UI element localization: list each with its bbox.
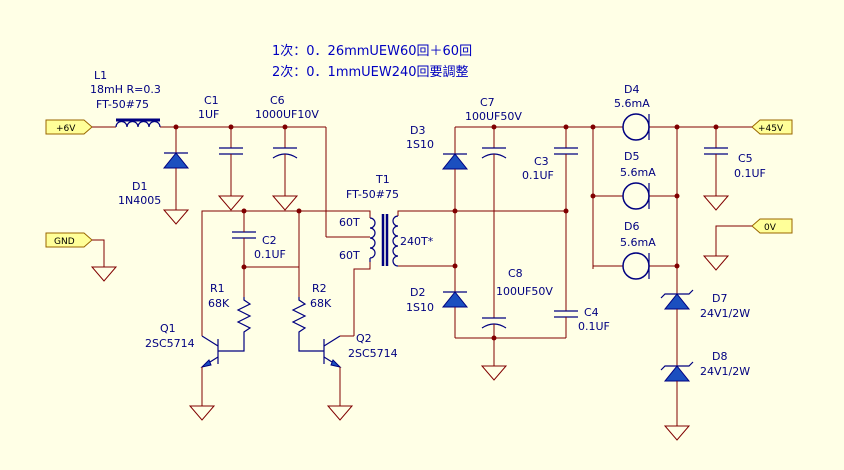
secondary-winding-note: 2次：0．1mmUEW240回要調整 (272, 64, 469, 80)
diode-d1: D1 1N4005 (118, 127, 190, 225)
svg-text:18mH R=0.3: 18mH R=0.3 (90, 83, 161, 96)
svg-text:L1: L1 (94, 69, 107, 82)
secondary-rails (452, 124, 752, 381)
svg-text:0.1UF: 0.1UF (734, 167, 766, 180)
svg-text:60T: 60T (339, 216, 360, 229)
svg-text:100UF50V: 100UF50V (465, 110, 522, 123)
primary-winding-note: 1次：0．26mmUEW60回＋60回 (272, 43, 472, 59)
svg-text:2SC5714: 2SC5714 (145, 337, 195, 350)
svg-text:Q2: Q2 (356, 332, 372, 345)
svg-text:1S10: 1S10 (406, 138, 434, 151)
svg-text:1S10: 1S10 (406, 301, 434, 314)
svg-text:0.1UF: 0.1UF (254, 248, 286, 261)
svg-text:60T: 60T (339, 249, 360, 262)
svg-text:GND: GND (54, 237, 75, 247)
crd-d5: D5 5.6mA (592, 127, 677, 269)
svg-text:D8: D8 (712, 350, 727, 363)
crd-d6: D6 5.6mA (593, 220, 677, 280)
svg-text:FT-50#75: FT-50#75 (96, 98, 149, 111)
port-plus45v[interactable]: +45V (751, 119, 793, 135)
capacitor-c2: C2 0.1UF (232, 226, 286, 262)
svg-text:C2: C2 (262, 234, 277, 247)
input-rail (92, 124, 370, 238)
port-gnd[interactable]: GND (45, 232, 93, 248)
svg-text:D5: D5 (624, 150, 639, 163)
crd-d4: D4 5.6mA (614, 83, 650, 141)
capacitor-c8: C8 100UF50V (481, 267, 553, 338)
svg-text:68K: 68K (208, 297, 230, 310)
svg-text:68K: 68K (310, 297, 332, 310)
capacitor-c5: C5 0.1UF (703, 127, 766, 211)
port-plus6v[interactable]: +6V (45, 119, 93, 135)
transistor-q2: Q2 2SC5714 (323, 332, 398, 421)
diode-d2: D2 1S10 (406, 211, 469, 338)
svg-text:5.6mA: 5.6mA (620, 166, 656, 179)
svg-text:C7: C7 (480, 96, 495, 109)
transistor-q1: Q1 2SC5714 (145, 322, 219, 421)
inductor-l1: L1 18mH R=0.3 FT-50#75 (90, 69, 161, 128)
svg-text:Q1: Q1 (160, 322, 176, 335)
svg-text:C1: C1 (204, 94, 219, 107)
zener-d7: D7 24V1/2W (660, 127, 750, 366)
svg-text:T1: T1 (375, 173, 390, 186)
capacitor-c4: C4 0.1UF (554, 211, 610, 338)
svg-text:C3: C3 (534, 155, 549, 168)
svg-text:5.6mA: 5.6mA (620, 236, 656, 249)
svg-text:D2: D2 (410, 286, 425, 299)
transformer-t1: T1 FT-50#75 60T 60T 240T* (339, 173, 455, 267)
svg-text:D4: D4 (624, 83, 639, 96)
capacitor-c7: C7 100UF50V (465, 96, 522, 318)
port-0v[interactable]: 0V (751, 218, 793, 234)
svg-text:0.1UF: 0.1UF (578, 320, 610, 333)
capacitor-c3: C3 0.1UF (522, 127, 578, 211)
svg-text:C8: C8 (508, 267, 523, 280)
svg-text:D3: D3 (410, 124, 425, 137)
resistor-r1: R1 68K (208, 282, 252, 352)
svg-text:R1: R1 (210, 282, 225, 295)
gnd-port-ground (91, 239, 117, 282)
svg-text:24V1/2W: 24V1/2W (700, 307, 750, 320)
svg-text:+45V: +45V (758, 124, 784, 134)
svg-text:FT-50#75: FT-50#75 (346, 188, 399, 201)
svg-text:1N4005: 1N4005 (118, 194, 161, 207)
svg-text:D7: D7 (712, 292, 727, 305)
svg-text:+6V: +6V (56, 124, 76, 134)
svg-text:C4: C4 (584, 306, 599, 319)
zero-volt-ground (703, 225, 752, 271)
svg-text:C5: C5 (738, 152, 753, 165)
svg-text:0V: 0V (764, 223, 777, 233)
capacitor-c6: C6 1000UF10V (255, 94, 319, 211)
svg-text:D1: D1 (132, 180, 147, 193)
svg-text:D6: D6 (624, 220, 639, 233)
primary-wiring (201, 208, 371, 336)
svg-text:5.6mA: 5.6mA (614, 97, 650, 110)
svg-text:100UF50V: 100UF50V (496, 285, 553, 298)
svg-text:R2: R2 (312, 282, 327, 295)
svg-text:1UF: 1UF (198, 108, 219, 121)
svg-text:240T*: 240T* (400, 235, 434, 248)
resistor-r2: R2 68K (291, 282, 332, 352)
svg-text:1000UF10V: 1000UF10V (255, 108, 319, 121)
svg-text:C6: C6 (270, 94, 285, 107)
zener-d8: D8 24V1/2W (660, 350, 750, 441)
capacitor-c1: C1 1UF (198, 94, 244, 211)
svg-text:2SC5714: 2SC5714 (348, 347, 398, 360)
svg-text:24V1/2W: 24V1/2W (700, 365, 750, 378)
svg-text:0.1UF: 0.1UF (522, 169, 554, 182)
diode-d3: D3 1S10 (406, 124, 469, 211)
